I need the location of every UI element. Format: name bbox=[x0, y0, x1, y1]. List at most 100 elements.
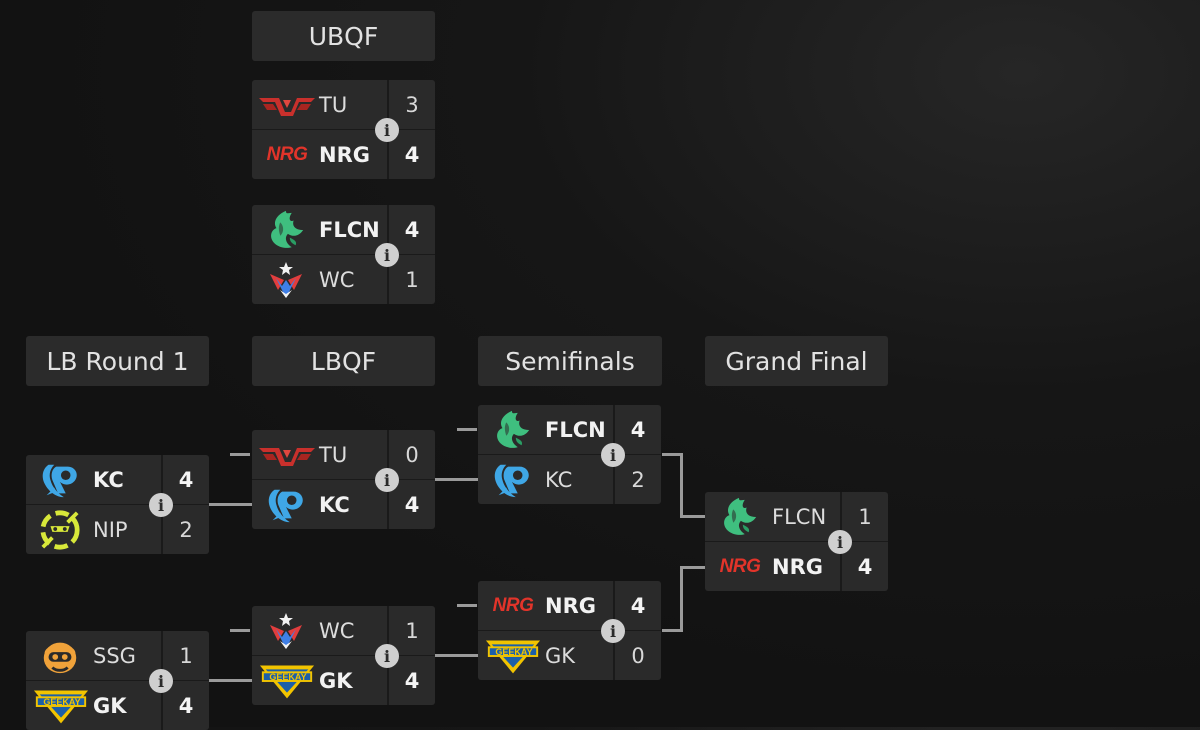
round-header-lb-round-1: LB Round 1 bbox=[26, 336, 209, 386]
nrg-logo: NRG bbox=[719, 556, 761, 577]
team-name: GK bbox=[93, 693, 127, 718]
wc-crown-logo bbox=[260, 612, 312, 650]
team-row[interactable]: GEEKAY GK bbox=[26, 681, 209, 730]
svg-text:GEEKAY: GEEKAY bbox=[269, 672, 306, 682]
nrg-logo: NRG bbox=[492, 595, 534, 616]
team-name: FLCN bbox=[772, 504, 827, 529]
match-ubqf-2[interactable]: FLCN 4 WC 1 i bbox=[252, 205, 435, 304]
geekay-logo: GEEKAY bbox=[482, 637, 544, 675]
team-name: TU bbox=[319, 442, 348, 467]
wc-crown-logo bbox=[260, 261, 312, 299]
team-name: WC bbox=[319, 267, 355, 292]
team-name: FLCN bbox=[545, 417, 606, 442]
round-header-ubqf: UBQF bbox=[252, 11, 435, 61]
match-lbqf-2[interactable]: WC 1 GEEKAY GK 4 i bbox=[252, 606, 435, 705]
info-icon[interactable]: i bbox=[601, 619, 625, 643]
team-name: NIP bbox=[93, 517, 128, 542]
team-name: NRG bbox=[545, 593, 596, 618]
team-score: 4 bbox=[630, 593, 646, 618]
connector bbox=[662, 453, 682, 456]
team-row[interactable]: NRG NRG bbox=[705, 542, 888, 591]
team-row[interactable]: NIP bbox=[26, 505, 209, 554]
team-score: 4 bbox=[178, 693, 194, 718]
match-grand-final[interactable]: FLCN 1 NRG NRG 4 i bbox=[705, 492, 888, 591]
team-name: SSG bbox=[93, 643, 136, 668]
nip-ninja-logo bbox=[34, 511, 86, 549]
team-name: KC bbox=[319, 492, 350, 517]
tu-wings-logo bbox=[256, 436, 318, 474]
team-row[interactable]: GEEKAY GK bbox=[252, 656, 435, 705]
match-semifinal-2[interactable]: NRG NRG 4 GEEKAY GK 0 i bbox=[478, 581, 661, 680]
kc-logo bbox=[34, 461, 86, 499]
team-row[interactable]: KC bbox=[478, 455, 661, 504]
team-score: 4 bbox=[404, 668, 420, 693]
info-icon[interactable]: i bbox=[149, 669, 173, 693]
team-row[interactable]: KC bbox=[252, 480, 435, 529]
geekay-logo: GEEKAY bbox=[30, 687, 92, 725]
team-score: 2 bbox=[631, 467, 645, 492]
team-row[interactable]: FLCN bbox=[478, 405, 661, 454]
connector bbox=[230, 453, 250, 456]
info-icon[interactable]: i bbox=[149, 493, 173, 517]
team-score: 4 bbox=[404, 142, 420, 167]
round-header-semifinals: Semifinals bbox=[478, 336, 662, 386]
team-row[interactable]: NRG NRG bbox=[252, 130, 435, 179]
connector bbox=[435, 654, 478, 657]
connector bbox=[680, 566, 705, 569]
info-icon[interactable]: i bbox=[375, 468, 399, 492]
team-row[interactable]: NRG NRG bbox=[478, 581, 661, 630]
connector bbox=[209, 503, 252, 506]
team-score: 1 bbox=[405, 618, 419, 643]
team-name: NRG bbox=[772, 554, 823, 579]
info-icon[interactable]: i bbox=[828, 530, 852, 554]
team-score: 4 bbox=[404, 492, 420, 517]
team-score: 4 bbox=[178, 467, 194, 492]
match-semifinal-1[interactable]: FLCN 4 KC 2 i bbox=[478, 405, 661, 504]
team-row[interactable]: TU bbox=[252, 80, 435, 129]
match-lbqf-1[interactable]: TU 0 KC 4 i bbox=[252, 430, 435, 529]
team-score: 3 bbox=[405, 92, 419, 117]
ssg-mascot-logo bbox=[34, 637, 86, 675]
connector bbox=[457, 604, 477, 607]
team-score: 1 bbox=[405, 267, 419, 292]
team-score: 4 bbox=[630, 417, 646, 442]
connector bbox=[680, 566, 683, 632]
info-icon[interactable]: i bbox=[375, 644, 399, 668]
team-score: 1 bbox=[858, 504, 872, 529]
falcon-logo bbox=[713, 498, 765, 536]
team-row[interactable]: WC bbox=[252, 255, 435, 304]
match-lb-round1-a[interactable]: KC 4 NIP 2 i bbox=[26, 455, 209, 554]
kc-logo bbox=[260, 486, 312, 524]
team-row[interactable]: KC bbox=[26, 455, 209, 504]
team-score: 4 bbox=[857, 554, 873, 579]
team-name: FLCN bbox=[319, 217, 380, 242]
team-name: GK bbox=[319, 668, 353, 693]
nrg-logo: NRG bbox=[266, 144, 308, 165]
team-row[interactable]: SSG bbox=[26, 631, 209, 680]
info-icon[interactable]: i bbox=[601, 443, 625, 467]
team-name: NRG bbox=[319, 142, 370, 167]
team-row[interactable]: WC bbox=[252, 606, 435, 655]
team-row[interactable]: GEEKAY GK bbox=[478, 631, 661, 680]
team-score: 0 bbox=[405, 442, 419, 467]
team-row[interactable]: FLCN bbox=[252, 205, 435, 254]
round-header-grand-final: Grand Final bbox=[705, 336, 888, 386]
connector bbox=[680, 453, 683, 518]
match-lb-round1-b[interactable]: SSG 1 GEEKAY GK 4 i bbox=[26, 631, 209, 730]
round-header-lbqf: LBQF bbox=[252, 336, 435, 386]
team-score: 2 bbox=[179, 517, 193, 542]
connector bbox=[209, 679, 252, 682]
match-ubqf-1[interactable]: TU 3 NRG NRG 4 i bbox=[252, 80, 435, 179]
svg-text:GEEKAY: GEEKAY bbox=[43, 697, 80, 707]
team-name: KC bbox=[545, 467, 573, 492]
info-icon[interactable]: i bbox=[375, 118, 399, 142]
info-icon[interactable]: i bbox=[375, 243, 399, 267]
team-row[interactable]: TU bbox=[252, 430, 435, 479]
tu-wings-logo bbox=[256, 86, 318, 124]
connector bbox=[680, 515, 705, 518]
team-row[interactable]: FLCN bbox=[705, 492, 888, 541]
connector bbox=[435, 478, 478, 481]
team-name: WC bbox=[319, 618, 355, 643]
team-name: KC bbox=[93, 467, 124, 492]
falcon-logo bbox=[486, 411, 538, 449]
